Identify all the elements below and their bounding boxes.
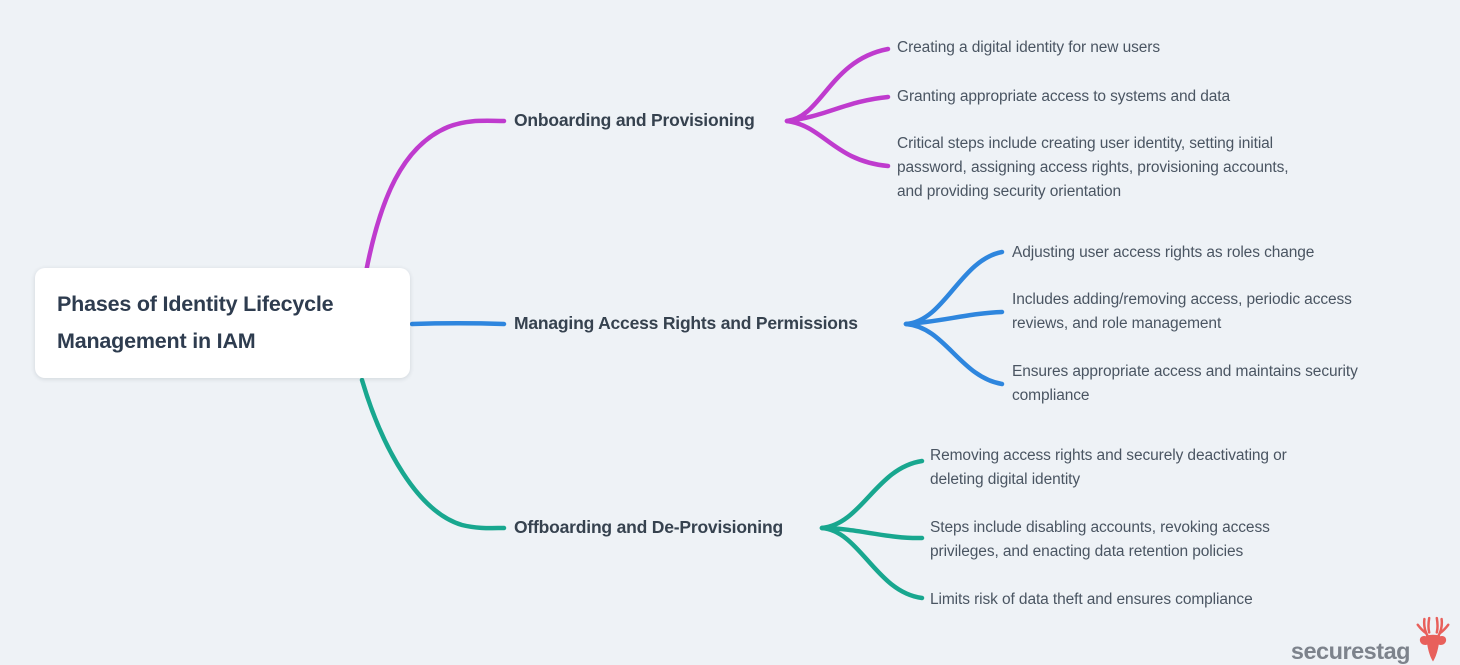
stag-icon xyxy=(1416,616,1450,662)
edge-branch1-leaf3 xyxy=(784,118,891,169)
edge-branch3-leaf1 xyxy=(819,458,925,531)
leaf-node: Includes adding/removing access, periodi… xyxy=(1012,291,1352,332)
edge-root-branch3 xyxy=(359,377,507,531)
edge-branch2-leaf3 xyxy=(903,321,1005,387)
logo-wordmark: securestag xyxy=(1290,638,1411,664)
leaf-node: Critical steps include creating user ide… xyxy=(897,135,1289,200)
edge-branch3-leaf3 xyxy=(819,525,925,601)
edge-root-branch1 xyxy=(363,118,507,275)
leaf-node: Creating a digital identity for new user… xyxy=(897,39,1160,56)
edge-branch2-leaf1 xyxy=(903,249,1005,327)
leaf-node: Adjusting user access rights as roles ch… xyxy=(1012,244,1315,261)
edge-branch1-leaf2 xyxy=(784,94,891,124)
root-node: Phases of Identity Lifecycle Management … xyxy=(35,268,410,378)
securestag-logo: securestag xyxy=(1291,615,1454,665)
leaf-node: Steps include disabling accounts, revoki… xyxy=(930,519,1270,560)
leaf-node: Ensures appropriate access and maintains… xyxy=(1012,363,1358,404)
branch-label-onboarding: Onboarding and Provisioning xyxy=(514,110,755,130)
branch-label-managing-access: Managing Access Rights and Permissions xyxy=(514,313,858,333)
leaf-node: Limits risk of data theft and ensures co… xyxy=(930,591,1253,608)
root-node-title: Phases of Identity Lifecycle Management … xyxy=(57,292,334,353)
edge-branch2-leaf2 xyxy=(903,309,1005,327)
branch-label-offboarding: Offboarding and De-Provisioning xyxy=(514,517,783,537)
leaf-node: Granting appropriate access to systems a… xyxy=(897,88,1231,105)
edge-root-branch2 xyxy=(409,321,507,327)
leaf-node: Removing access rights and securely deac… xyxy=(930,447,1287,488)
